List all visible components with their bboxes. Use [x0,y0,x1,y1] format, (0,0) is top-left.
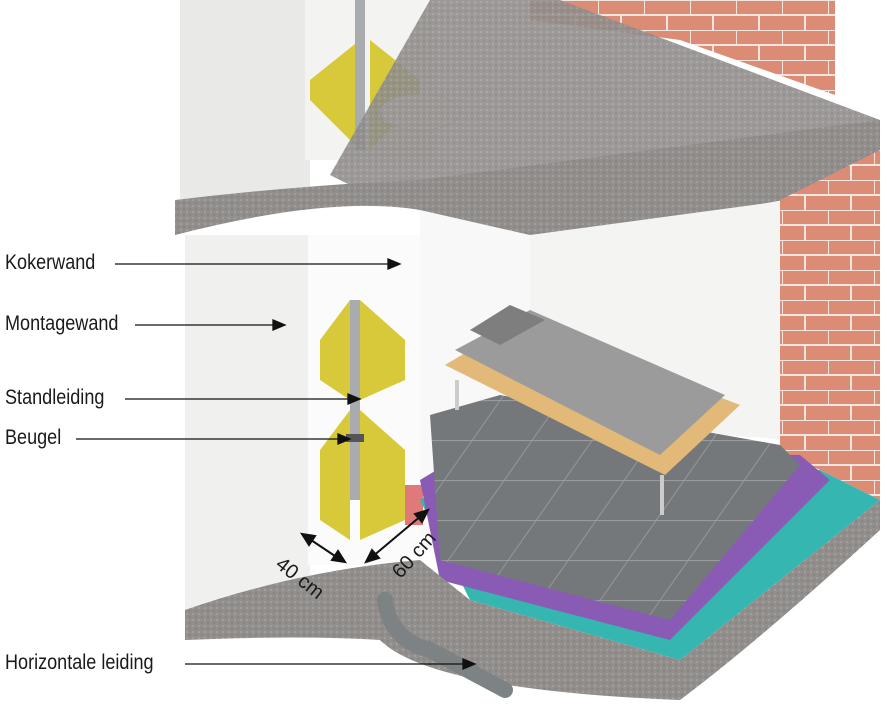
brick-wall-lower [780,150,880,500]
lower-floor-slab [185,500,880,700]
label-kokerwand: Kokerwand [5,251,96,274]
beugel-clamp [346,434,364,442]
upper-wall [180,0,310,200]
label-montagewand: Montagewand [5,312,119,335]
lower-left-wall [185,235,310,615]
dimension-arrows [299,508,430,564]
tile-floor [430,395,800,620]
label-arrows [76,258,477,670]
bed [445,305,740,515]
montagewand-shaft [308,235,423,565]
upper-floor-slab [175,120,880,239]
label-horizontale-leiding: Horizontale leiding [5,651,154,674]
label-standleiding: Standleiding [5,386,105,409]
horizontale-leiding-pipe [377,592,513,698]
label-beugel: Beugel [5,426,62,449]
